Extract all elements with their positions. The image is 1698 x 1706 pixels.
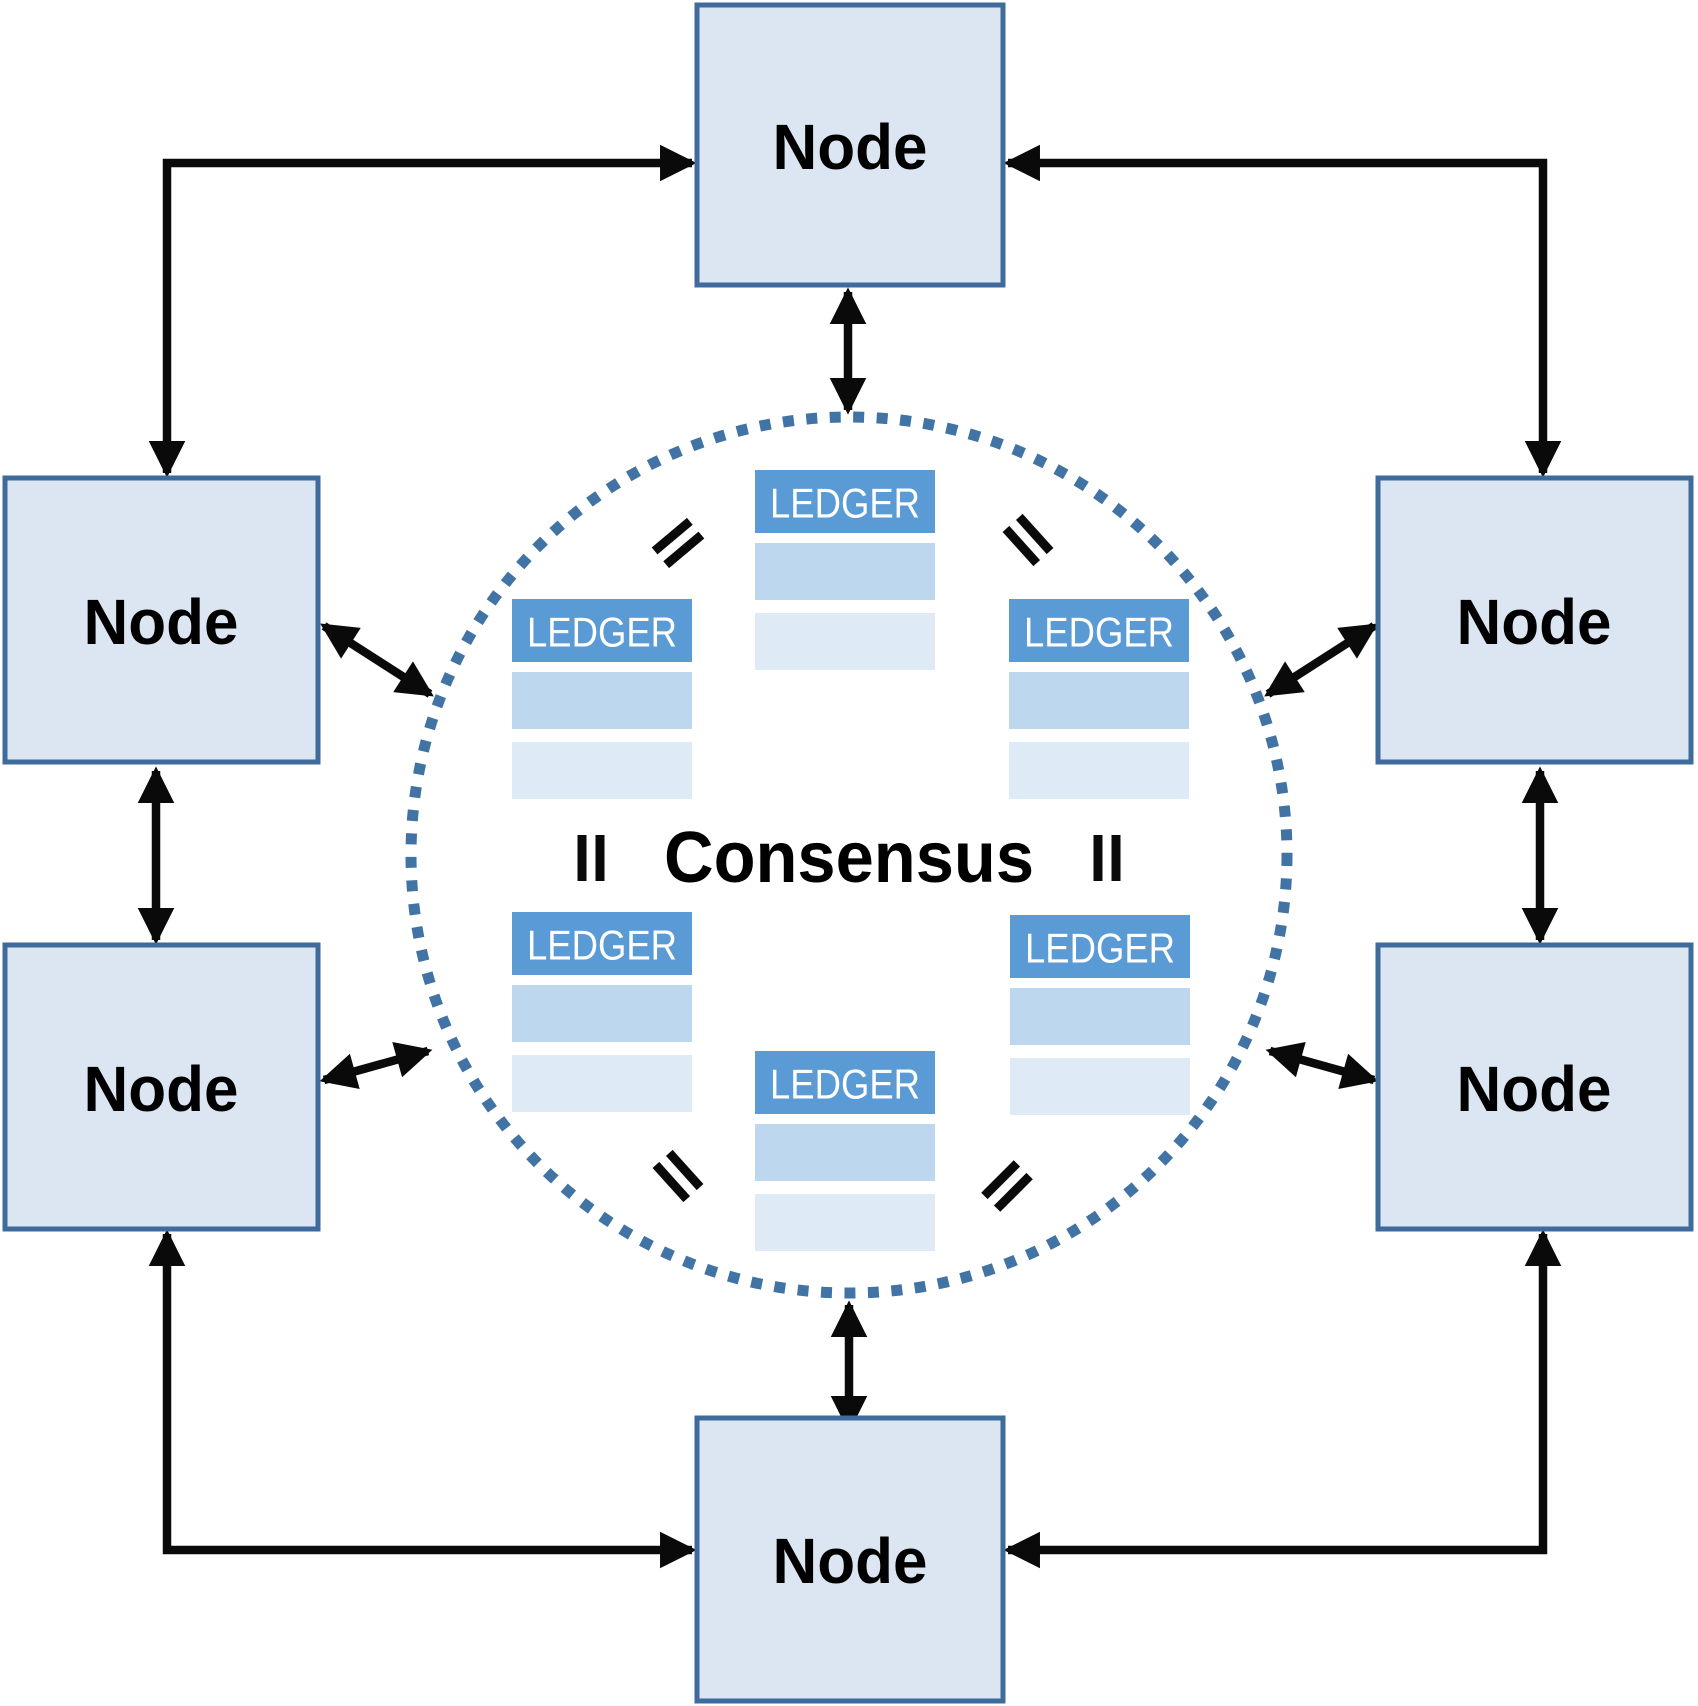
arrow-lower-left-node-to-circle	[319, 1041, 433, 1090]
node-label: Node	[84, 586, 239, 658]
ledger-label: LEDGER	[527, 609, 677, 656]
node-lower-right: Node	[1375, 942, 1694, 1232]
ledger-header	[755, 470, 935, 533]
ledger-row	[755, 1194, 935, 1251]
ledger-row	[1010, 1058, 1190, 1115]
arrow-bottom-right-elbow	[1003, 1229, 1562, 1569]
equals-icon	[651, 517, 705, 569]
ledger-label: LEDGER	[1025, 925, 1175, 972]
ledger-header	[755, 1051, 935, 1114]
ledger-header	[512, 912, 692, 975]
node-label: Node	[773, 111, 928, 183]
equals-icon	[1002, 513, 1054, 567]
ledger-header	[512, 599, 692, 662]
ledger-block-upper-right: LEDGER	[1009, 599, 1189, 799]
node-label: Node	[84, 1053, 239, 1125]
arrow-bottom-left-elbow	[148, 1229, 697, 1569]
equals-icon	[981, 1160, 1033, 1212]
node-upper-left: Node	[2, 475, 321, 765]
ledger-row	[512, 1055, 692, 1112]
arrow-lower-right-node-to-circle	[1265, 1041, 1379, 1090]
arrow-upper-left-node-to-circle	[320, 622, 434, 698]
ledger-block-upper-left: LEDGER	[512, 599, 692, 799]
node-upper-right: Node	[1375, 475, 1694, 765]
ledger-row	[512, 672, 692, 729]
node-label: Node	[1457, 1053, 1612, 1125]
ledger-row	[1009, 742, 1189, 799]
equals-icon	[1093, 835, 1121, 881]
node-box	[694, 1415, 1006, 1704]
ledger-row	[755, 1124, 935, 1181]
node-lower-left: Node	[2, 942, 321, 1232]
ledger-row	[1009, 672, 1189, 729]
ledger-label: LEDGER	[527, 922, 677, 969]
node-box	[1375, 942, 1694, 1232]
node-box	[2, 475, 321, 765]
ledger-header	[1009, 599, 1189, 662]
equals-icon	[652, 1149, 704, 1203]
arrow-top-left-elbow	[148, 144, 697, 478]
node-label: Node	[773, 1525, 928, 1597]
consensus-title: Consensus	[664, 818, 1034, 898]
ledger-row	[1010, 988, 1190, 1045]
ledger-label: LEDGER	[1024, 609, 1174, 656]
ledger-row	[755, 613, 935, 670]
consensus-ring	[405, 411, 1293, 1299]
node-box	[1375, 475, 1694, 765]
node-bottom: Node	[694, 1415, 1006, 1704]
node-label: Node	[1457, 586, 1612, 658]
equals-icon	[577, 835, 605, 881]
ledger-header	[1010, 915, 1190, 978]
ledger-row	[755, 543, 935, 600]
arrow-top-right-elbow	[1003, 144, 1562, 478]
node-box	[694, 2, 1006, 288]
node-box	[2, 942, 321, 1232]
ledger-block-bottom-center: LEDGER	[755, 1051, 935, 1251]
ledger-block-top-center: LEDGER	[755, 470, 935, 670]
ledger-row	[512, 742, 692, 799]
ledger-label: LEDGER	[770, 480, 920, 527]
ledger-block-lower-left: LEDGER	[512, 912, 692, 1112]
node-top: Node	[694, 2, 1006, 288]
ledger-row	[512, 985, 692, 1042]
ledger-block-lower-right: LEDGER	[1010, 915, 1190, 1115]
arrow-upper-right-node-to-circle	[1264, 622, 1378, 698]
ledger-label: LEDGER	[770, 1061, 920, 1108]
